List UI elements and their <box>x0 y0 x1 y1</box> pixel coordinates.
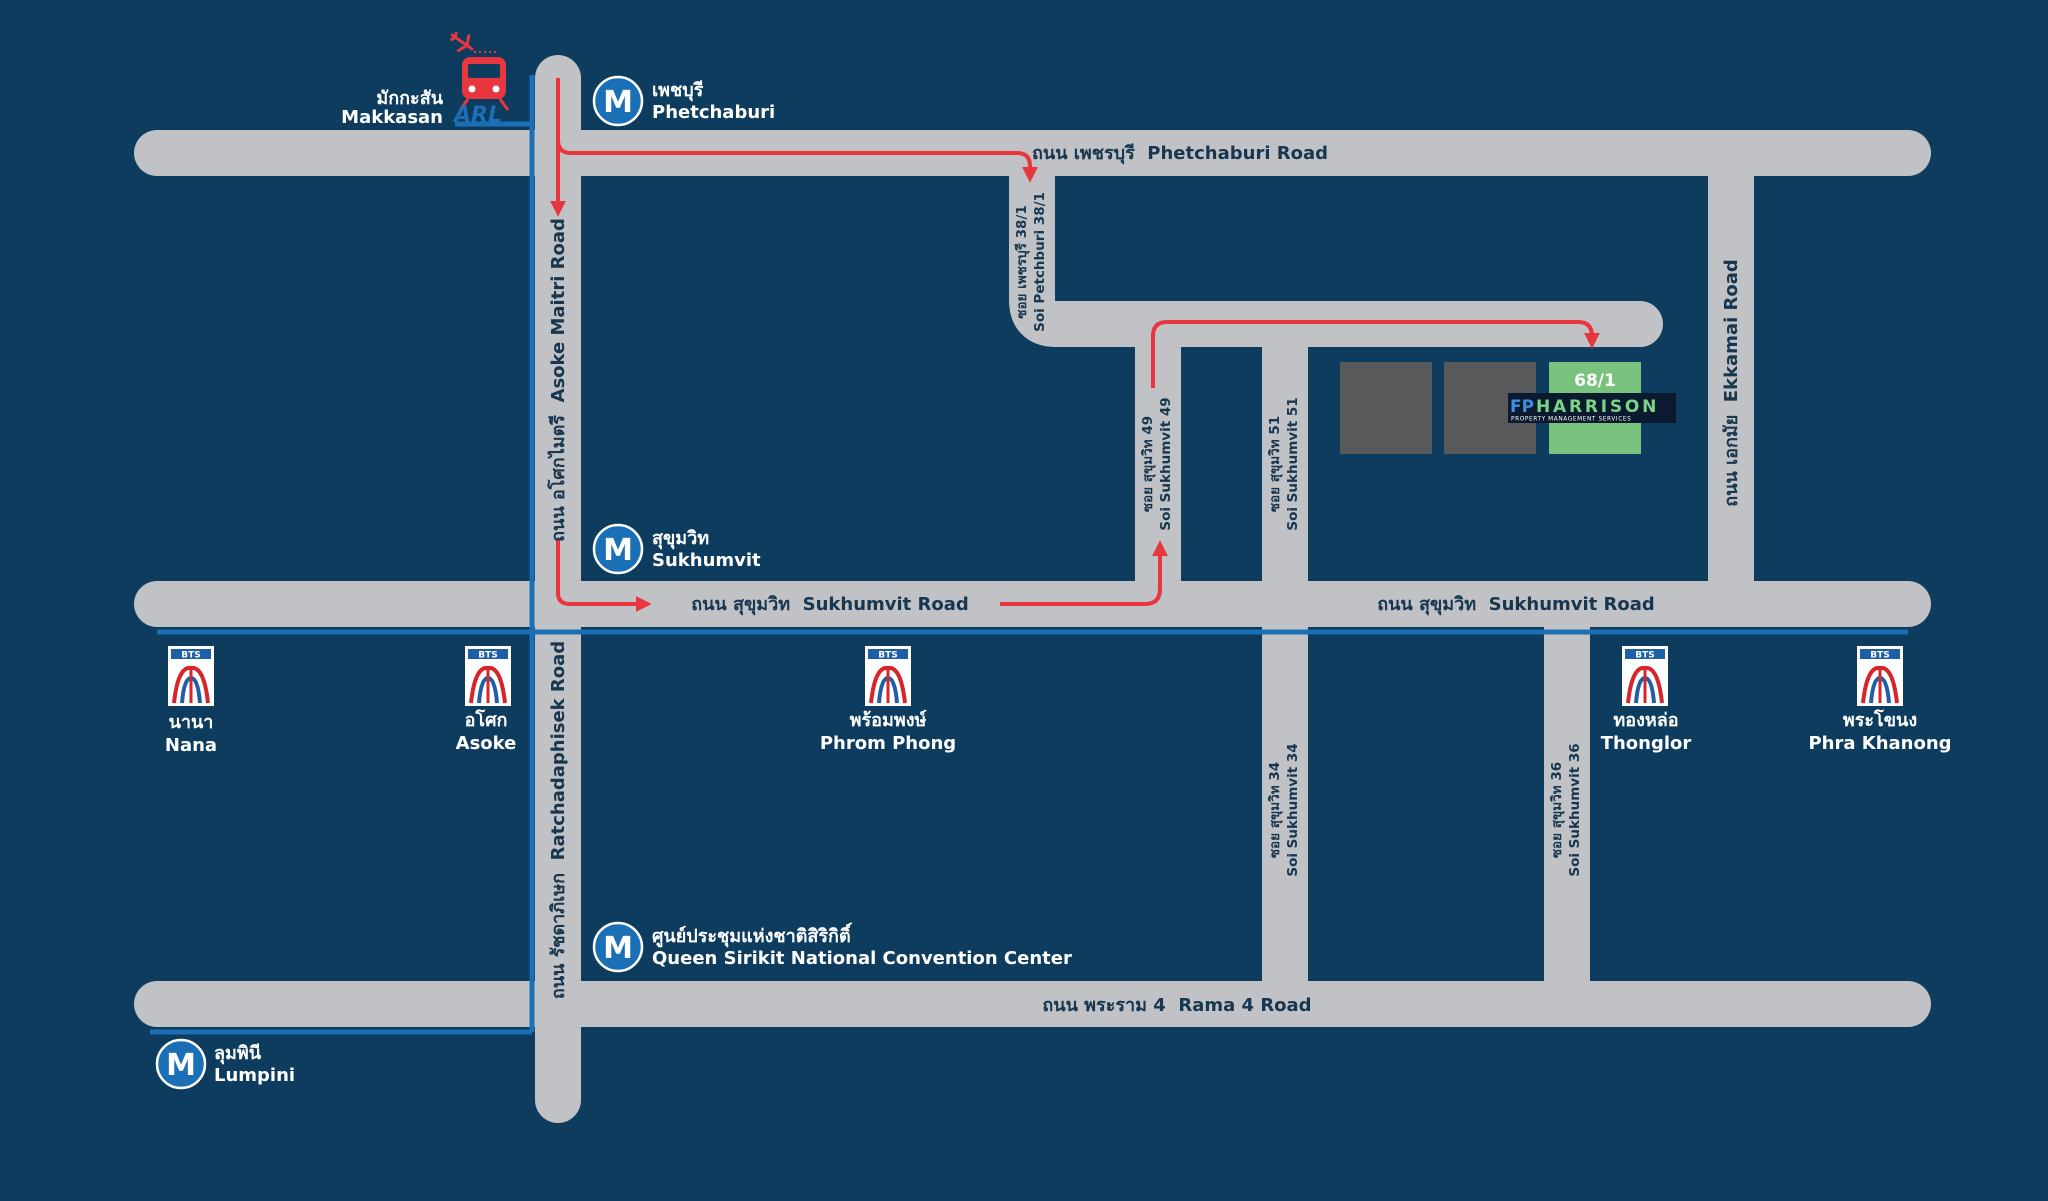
route-arrow-to-sukhumvit-west <box>556 540 652 612</box>
station-name-english: Lumpini <box>214 1065 295 1086</box>
asoke-maitri-road-label: ถนน อโศกไมตรี Asoke Maitri Road <box>547 218 569 542</box>
soi-label-thai: ซอย สุขุมวิท 51 <box>1267 416 1283 512</box>
station-name-thai: พระโขนง <box>1843 709 1917 731</box>
station-name-thai: เพชบุรี <box>652 80 704 102</box>
station-name-thai: มักกะสัน <box>376 88 443 109</box>
soi-label-english: Soi Sukhumvit 36 <box>1567 743 1583 876</box>
route-arrow-up-soi-49 <box>1000 540 1168 606</box>
soi-label-thai: ซอย สุขุมวิท 49 <box>1140 416 1156 512</box>
mrt-station-qsncc: M ศูนย์ประชุมแห่งชาติสิริกิติ์Queen Sirik… <box>592 921 1072 973</box>
station-name-thai: ทองหล่อ <box>1613 710 1678 731</box>
bts-icon-header <box>1860 649 1900 659</box>
mrt-icon-letter: M <box>603 533 633 568</box>
soi-petchburi-38-1-road <box>1009 130 1663 347</box>
station-name-english: Queen Sirikit National Convention Center <box>652 948 1072 969</box>
arl-train-icon <box>458 57 510 111</box>
bts-icon-label: BTS <box>878 651 897 661</box>
phetchaburi-road-label: ถนน เพชรบุรี Phetchaburi Road <box>1032 143 1328 165</box>
station-name-english: Thonglor <box>1601 733 1692 754</box>
bts-icon-label: BTS <box>181 651 200 661</box>
route-arrows <box>550 78 1600 612</box>
bts-icon-label: BTS <box>1870 651 1889 661</box>
soi-label-thai: ซอย สุขุมวิท 36 <box>1549 762 1565 858</box>
bts-icon-header <box>1625 649 1665 659</box>
mrt-icon <box>592 921 644 973</box>
destination-address: 68/1 <box>1574 371 1616 391</box>
logo-tagline: PROPERTY MANAGEMENT SERVICES <box>1511 417 1631 423</box>
station-name-thai: ศูนย์ประชุมแห่งชาติสิริกิติ์ <box>652 922 853 948</box>
station-name-english: Phrom Phong <box>820 733 956 754</box>
station-name-english: Nana <box>165 735 217 756</box>
bts-icon: BTS <box>1857 646 1903 706</box>
logo-prefix: FP <box>1510 397 1534 417</box>
bts-icon-header <box>468 649 508 659</box>
station-name-thai: นานา <box>169 712 214 733</box>
soi-sukhumvit-36-label: ซอย สุขุมวิท 36 Soi Sukhumvit 36 <box>1549 743 1583 876</box>
bts-icon: BTS <box>168 646 214 706</box>
bts-icon-label: BTS <box>478 651 497 661</box>
ekkamai-road-label: ถนน เอกมัย Ekkamai Road <box>1721 259 1742 507</box>
sukhumvit-road-label-west: ถนน สุขุมวิท Sukhumvit Road <box>691 594 969 616</box>
bts-icon-header <box>868 649 908 659</box>
mrt-station-phetchaburi: M เพชบุรีPhetchaburi <box>592 75 775 127</box>
bts-icon: BTS <box>1622 646 1668 706</box>
bts-icon: BTS <box>865 646 911 706</box>
soi-sukhumvit-49-label: ซอย สุขุมวิท 49 Soi Sukhumvit 49 <box>1140 397 1174 530</box>
route-arrow-to-destination <box>1151 320 1600 388</box>
soi-label-thai: ซอย เพชรบุรี 38/1 <box>1014 205 1030 318</box>
soi-label-english: Soi Sukhumvit 51 <box>1285 397 1301 530</box>
station-name-thai: พร้อมพงษ์ <box>850 709 927 731</box>
station-name-thai: อโศก <box>465 709 508 731</box>
station-name-english: Sukhumvit <box>652 550 761 571</box>
station-name-english: Asoke <box>456 733 517 754</box>
transit-lines <box>150 75 1908 1035</box>
bts-icon: BTS <box>465 646 511 706</box>
bts-icon-header <box>171 649 211 659</box>
fp-harrison-logo: FP HARRISON PROPERTY MANAGEMENT SERVICES <box>1508 393 1676 423</box>
arl-makkasan-station: ARL มักกะสัน Makkasan <box>341 31 510 128</box>
building-block <box>1340 362 1432 454</box>
station-name-thai: สุขุมวิท <box>652 528 709 550</box>
mrt-icon-letter: M <box>166 1048 196 1083</box>
sukhumvit-road-label-east: ถนน สุขุมวิท Sukhumvit Road <box>1377 594 1655 616</box>
airplane-icon <box>450 31 474 53</box>
station-name-english: Phetchaburi <box>652 102 775 123</box>
soi-sukhumvit-34-label: ซอย สุขุมวิท 34 Soi Sukhumvit 34 <box>1267 743 1301 876</box>
mrt-icon-letter: M <box>603 85 633 120</box>
station-name-english: Phra Khanong <box>1808 733 1951 754</box>
arl-logo: ARL <box>452 103 502 128</box>
soi-label-english: Soi Sukhumvit 49 <box>1158 397 1174 530</box>
bts-station-phrom_phong: BTS พร้อมพงษ์Phrom Phong <box>820 646 956 754</box>
mrt-icon <box>155 1038 207 1090</box>
station-name-english: Makkasan <box>341 107 443 128</box>
bts-icon-label: BTS <box>1635 651 1654 661</box>
logo-background <box>1508 393 1676 423</box>
mrt-icon-letter: M <box>603 931 633 966</box>
mrt-station-lumpini: M ลุมพินีLumpini <box>155 1038 295 1090</box>
soi-petchburi-38-1-label: ซอย เพชรบุรี 38/1 Soi Petchburi 38/1 <box>1014 192 1048 332</box>
logo-name: HARRISON <box>1536 397 1659 417</box>
soi-label-thai: ซอย สุขุมวิท 34 <box>1267 762 1283 858</box>
rama4-road-label: ถนน พระราม 4 Rama 4 Road <box>1042 995 1311 1016</box>
soi-label-english: Soi Petchburi 38/1 <box>1032 192 1048 332</box>
ratchadaphisek-road-label: ถนน รัชดาภิเษก Ratchadaphisek Road <box>548 641 569 999</box>
station-name-thai: ลุมพินี <box>214 1043 262 1065</box>
mrt-icon <box>592 75 644 127</box>
soi-sukhumvit-51-label: ซอย สุขุมวิท 51 Soi Sukhumvit 51 <box>1267 397 1301 530</box>
soi-label-english: Soi Sukhumvit 34 <box>1285 743 1301 876</box>
mrt-icon <box>592 523 644 575</box>
